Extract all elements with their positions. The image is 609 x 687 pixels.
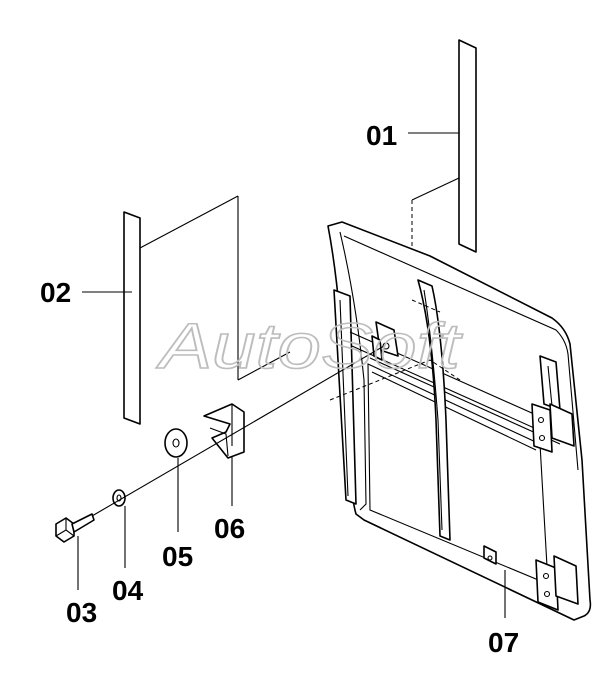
part-04-lock-washer (112, 489, 126, 507)
part-02-strip (123, 195, 291, 425)
callout-05: 05 (162, 541, 193, 572)
callout-07: 07 (488, 627, 519, 658)
leader-lines (77, 132, 506, 618)
callout-03: 03 (66, 597, 97, 628)
callout-02: 02 (40, 277, 71, 308)
callout-06: 06 (214, 513, 245, 544)
watermark-text: AutoSoft (155, 310, 463, 382)
part-05-washer (164, 428, 188, 458)
part-06-clip (203, 403, 245, 459)
callout-04: 04 (112, 575, 144, 606)
part-07-door-panel (327, 221, 592, 621)
callout-01: 01 (366, 120, 397, 151)
assembly-axis (91, 345, 385, 517)
part-03-bolt (55, 513, 95, 543)
